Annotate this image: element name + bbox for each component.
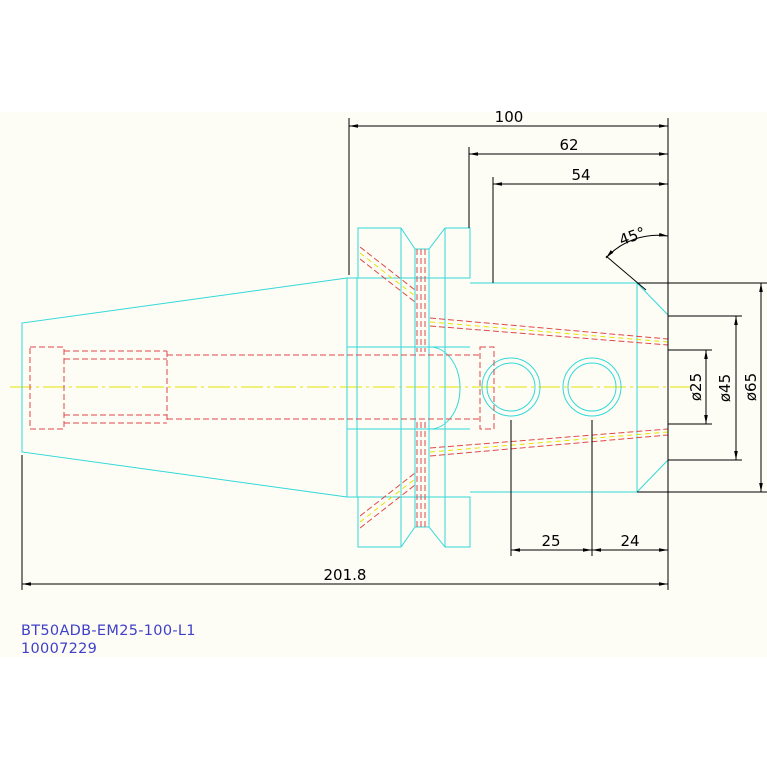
coolant-channels: [359, 252, 669, 523]
hidden-channel-4: [359, 472, 416, 517]
hidden-seat: [479, 346, 495, 430]
set-screw-hole-2-inner: [567, 362, 617, 412]
title-block: BT50ADB-EM25-100-L1 10007229: [21, 622, 196, 658]
dim-label-d65: ø65: [742, 373, 760, 401]
bore-end-arc: [429, 346, 461, 430]
hidden-channel-1: [359, 246, 416, 291]
hidden-taper-2: [429, 325, 669, 346]
part-number: BT50ADB-EM25-100-L1: [21, 623, 196, 639]
item-code: 10007229: [21, 641, 98, 657]
dim-label-d45: ø45: [716, 374, 734, 402]
coolant-channel-lower: [359, 478, 416, 523]
hidden-taper-1: [429, 317, 669, 340]
dim-label-24: 24: [620, 532, 639, 550]
drawing-background: [0, 112, 767, 657]
angle-leader: [605, 255, 647, 291]
set-screw-hole-1-inner: [486, 362, 536, 412]
coolant-channel-upper: [359, 252, 416, 297]
dim-label-25: 25: [541, 532, 560, 550]
hidden-channel-3: [359, 484, 416, 529]
dim-label-d25: ø25: [687, 373, 705, 401]
coolant-taper-lower: [429, 431, 669, 453]
hidden-lines: [29, 246, 669, 529]
coolant-taper-upper: [429, 321, 669, 343]
dim-label-62: 62: [559, 136, 578, 154]
hidden-channel-2: [359, 258, 416, 303]
hidden-taper-4: [429, 428, 669, 449]
taper-shank: [21, 277, 348, 498]
hidden-taper-3: [429, 434, 669, 457]
dim-label-100: 100: [495, 108, 524, 126]
taper-end-block: [346, 277, 358, 498]
hidden-shank-pocket: [29, 346, 65, 430]
angle-arc: [605, 232, 669, 259]
set-screw-hole-2-outer: [562, 357, 622, 417]
dimension-lines: [21, 118, 767, 590]
dim-label-total: 201.8: [324, 566, 367, 584]
dim-label-54: 54: [571, 166, 590, 184]
set-screw-hole-1-outer: [481, 357, 541, 417]
